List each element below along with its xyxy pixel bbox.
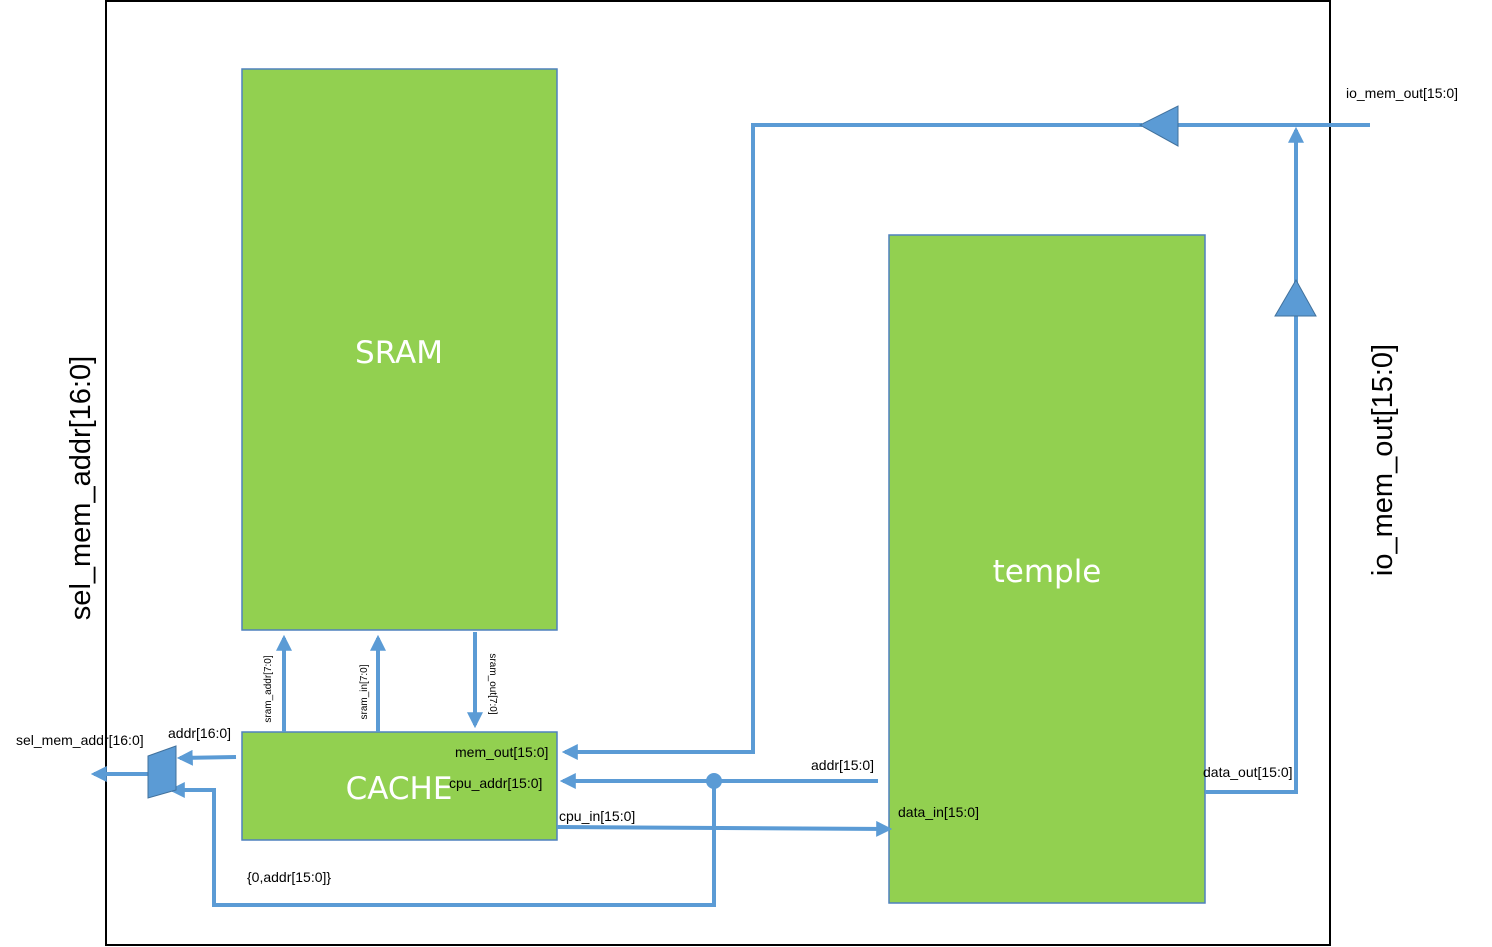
sel-mem-addr-port-label: sel_mem_addr[16:0] — [16, 732, 144, 748]
concat-addr-wire — [168, 781, 716, 907]
cpu-in-wire — [556, 820, 893, 837]
sram-out-label: sram_out[7:0] — [487, 653, 498, 714]
concat-addr-label: {0,addr[15:0]} — [247, 869, 331, 885]
sram-block — [241, 68, 558, 631]
temple-block-label: temple — [993, 554, 1102, 590]
temple-block — [888, 234, 1206, 904]
right-side-label: io_mem_out[15:0] — [1367, 344, 1399, 576]
data-out-wire — [1205, 126, 1304, 794]
addr15-label: addr[15:0] — [811, 757, 874, 773]
mem-out-wire — [561, 123, 1142, 760]
io-mem-out-port-label: io_mem_out[15:0] — [1346, 85, 1458, 101]
left-side-label: sel_mem_addr[16:0] — [65, 356, 97, 620]
junction-dot — [706, 773, 722, 789]
addr16-label: addr[16:0] — [168, 725, 231, 741]
left-buffer-triangle — [1138, 105, 1179, 147]
mux-trapezoid — [147, 745, 177, 799]
cache-block — [241, 731, 558, 841]
up-buffer-triangle — [1274, 278, 1317, 317]
sram-block-label: SRAM — [355, 335, 443, 371]
addr16-wire — [176, 749, 237, 766]
outer-frame — [105, 0, 1331, 946]
mem-out-label: mem_out[15:0] — [455, 744, 548, 760]
cache-block-label: CACHE — [346, 771, 453, 807]
cpu-addr-label: cpu_addr[15:0] — [449, 775, 542, 791]
data-in-label: data_in[15:0] — [898, 804, 979, 820]
sram-addr-label: sram_addr[7:0] — [263, 655, 274, 722]
data-out-label: data_out[15:0] — [1203, 764, 1293, 780]
sram-in-label: sram_in[7:0] — [359, 664, 370, 719]
cpu-in-label: cpu_in[15:0] — [559, 808, 635, 824]
